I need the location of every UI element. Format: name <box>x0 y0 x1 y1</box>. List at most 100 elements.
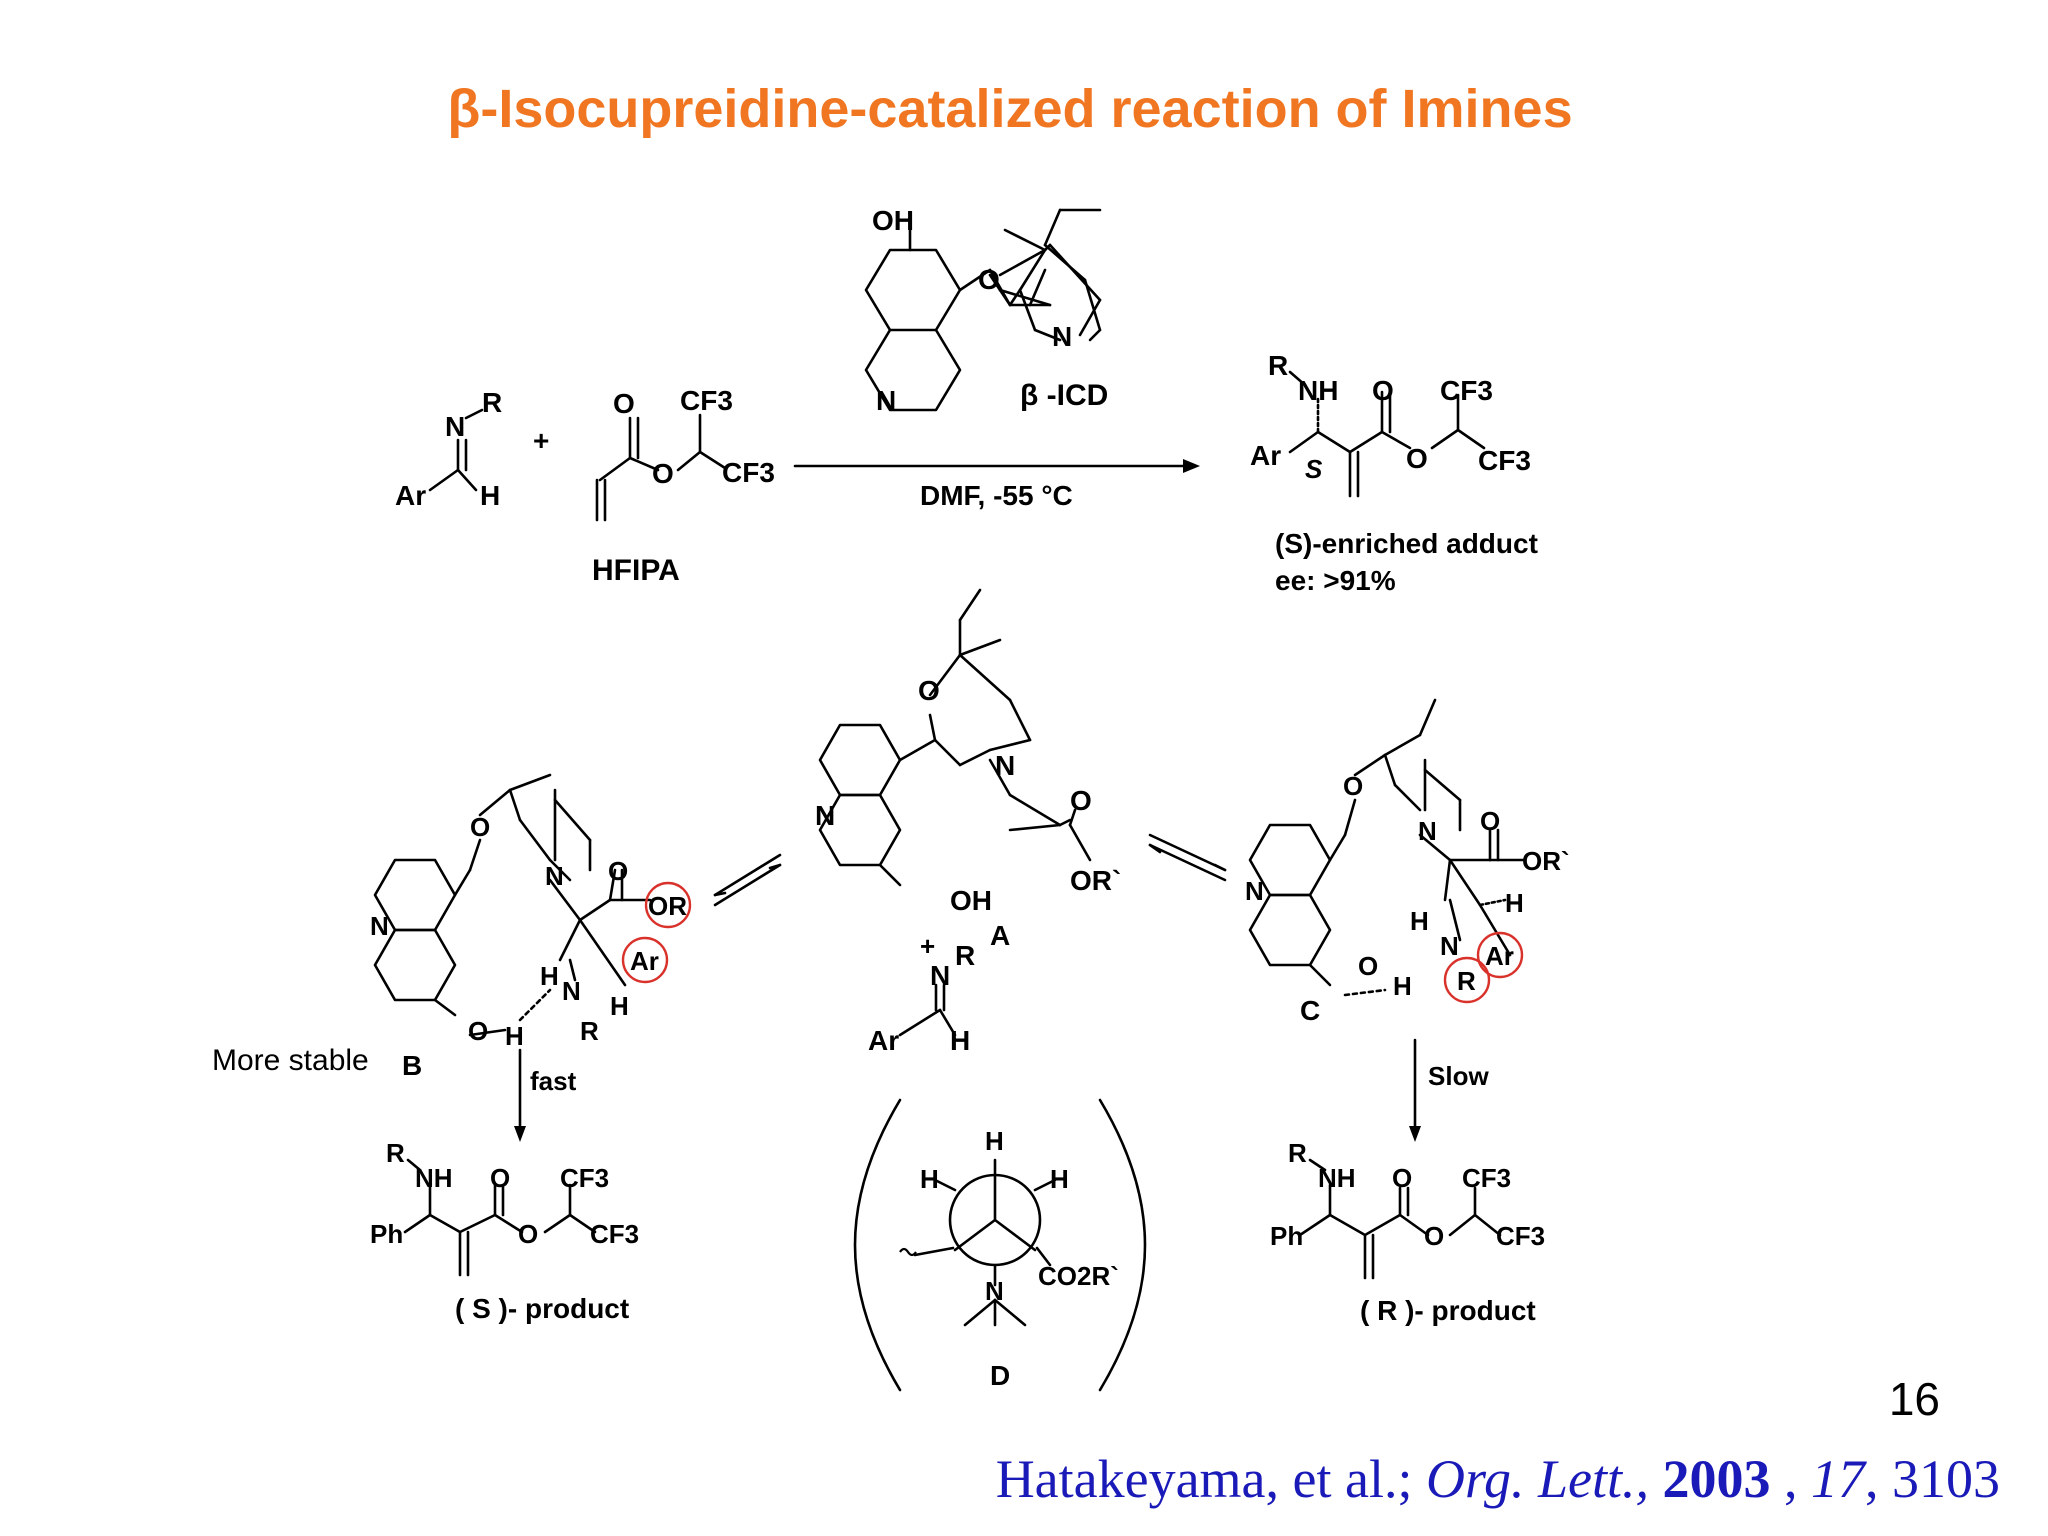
b-or-highlight <box>644 881 692 929</box>
s-cf3-top: CF3 <box>560 1163 609 1193</box>
intermediate-b <box>373 773 652 1037</box>
a-n-quinoline: N <box>815 800 835 831</box>
s-r-label: R <box>386 1138 405 1168</box>
adduct-s-label: S <box>1305 454 1323 484</box>
b-o-label: O <box>470 812 490 842</box>
iminium <box>898 983 957 1037</box>
newman-left-bracket <box>853 1098 902 1392</box>
hfipa-cf3-bottom: CF3 <box>722 457 775 488</box>
adduct-ester-o: O <box>1406 443 1428 474</box>
iminium-r-label: R <box>955 940 975 971</box>
page-number: 16 <box>1888 1373 1940 1425</box>
newman-n-plus: N <box>985 1276 1004 1306</box>
b-r-label: R <box>580 1016 599 1046</box>
r-product <box>1298 1158 1502 1280</box>
intermediate-b-label: B <box>402 1050 422 1081</box>
b-carbonyl-o: O <box>608 856 628 886</box>
imine-n-label: N <box>445 411 465 442</box>
catalyst-o-label: O <box>978 264 1000 295</box>
newman-h-top: H <box>985 1126 1004 1156</box>
r-cf3-top: CF3 <box>1462 1163 1511 1193</box>
adduct-ar-label: Ar <box>1250 440 1281 471</box>
adduct-product <box>1288 370 1486 498</box>
newman-d-label: D <box>990 1360 1010 1391</box>
imine-reactant <box>428 408 484 492</box>
equilibrium-right <box>1148 833 1227 882</box>
c-ar-highlight <box>1476 931 1524 979</box>
intermediate-a-label: A <box>990 920 1010 951</box>
reaction-arrowhead <box>1183 459 1200 473</box>
slow-arrowhead <box>1409 1126 1421 1142</box>
fast-arrowhead <box>514 1126 526 1142</box>
c-h-hbond: H <box>1393 971 1412 1001</box>
c-n-quinoline: N <box>1245 876 1264 906</box>
intermediate-a <box>818 588 1092 887</box>
a-enolate-o: O <box>1070 785 1092 816</box>
citation-pages: , 3103 <box>1865 1449 2000 1509</box>
r-ph-label: Ph <box>1270 1221 1303 1251</box>
c-n-plus: N <box>1418 816 1437 846</box>
newman-h-right: H <box>1050 1164 1069 1194</box>
hfipa-cf3-top: CF3 <box>680 385 733 416</box>
equilibrium-left <box>713 853 782 907</box>
iminium-plus: + <box>920 931 935 961</box>
adduct-name: (S)-enriched adduct <box>1275 528 1538 559</box>
imine-ar-label: Ar <box>395 480 426 511</box>
catalyst-n-bridge-label: N <box>1052 321 1072 352</box>
intermediate-c <box>1248 698 1527 997</box>
c-h-right: H <box>1505 888 1524 918</box>
c-r-highlight <box>1443 956 1491 1004</box>
b-ar-label: Ar <box>630 946 659 976</box>
adduct-carbonyl-o: O <box>1372 375 1394 406</box>
intermediate-c-label: C <box>1300 995 1320 1026</box>
r-nh-label: NH <box>1318 1163 1356 1193</box>
slow-label: Slow <box>1428 1061 1489 1091</box>
iminium-ar-label: Ar <box>868 1025 899 1056</box>
citation-separator: , <box>1784 1449 1798 1509</box>
b-n-plus: N <box>545 861 564 891</box>
s-cf3-bottom: CF3 <box>590 1219 639 1249</box>
c-o-hbond: O <box>1358 951 1378 981</box>
c-h-left: H <box>1410 906 1429 936</box>
s-product <box>403 1158 597 1277</box>
catalyst-oh-label: OH <box>872 205 914 236</box>
iminium-h-label: H <box>950 1025 970 1056</box>
a-o-label: O <box>918 675 940 706</box>
a-n-plus: N <box>995 750 1015 781</box>
a-oh-label: OH <box>950 885 992 916</box>
hfipa-ester-o: O <box>652 458 674 489</box>
b-or-label: OR <box>648 891 687 921</box>
hfipa-label: HFIPA <box>592 554 680 587</box>
citation-journal: Org. Lett., <box>1425 1449 1649 1509</box>
r-cf3-bottom: CF3 <box>1496 1221 1545 1251</box>
b-n-quinoline: N <box>370 911 389 941</box>
newman-bonds <box>899 1158 1057 1327</box>
adduct-cf3-bottom: CF3 <box>1478 445 1531 476</box>
newman-h-left: H <box>920 1164 939 1194</box>
citation-volume: 17 <box>1811 1449 1865 1509</box>
catalyst-structure <box>864 208 1102 412</box>
b-o-hbond: O <box>468 1016 488 1046</box>
s-ester-o: O <box>518 1219 538 1249</box>
newman-co2r: CO2R` <box>1038 1261 1119 1291</box>
b-ar-highlight <box>621 936 669 984</box>
hfipa-reactant <box>595 413 727 522</box>
c-o-label: O <box>1343 771 1363 801</box>
b-h-label: H <box>540 961 559 991</box>
adduct-ee: ee: >91% <box>1275 565 1396 596</box>
slide-title: β-Isocupreidine-catalized reaction of Im… <box>447 79 1573 139</box>
c-ar-label: Ar <box>1485 941 1514 971</box>
adduct-cf3-top: CF3 <box>1440 375 1493 406</box>
iminium-n-label: N <box>930 960 950 991</box>
r-ester-o: O <box>1424 1221 1444 1251</box>
c-n-anion: N <box>1440 931 1459 961</box>
r-product-label: ( R )- product <box>1360 1295 1536 1326</box>
c-or-label: OR` <box>1522 846 1570 876</box>
imine-r-label: R <box>482 387 502 418</box>
newman-right-bracket <box>1098 1098 1147 1392</box>
s-carbonyl-o: O <box>490 1163 510 1193</box>
r-carbonyl-o: O <box>1392 1163 1412 1193</box>
s-product-label: ( S )- product <box>455 1293 629 1324</box>
